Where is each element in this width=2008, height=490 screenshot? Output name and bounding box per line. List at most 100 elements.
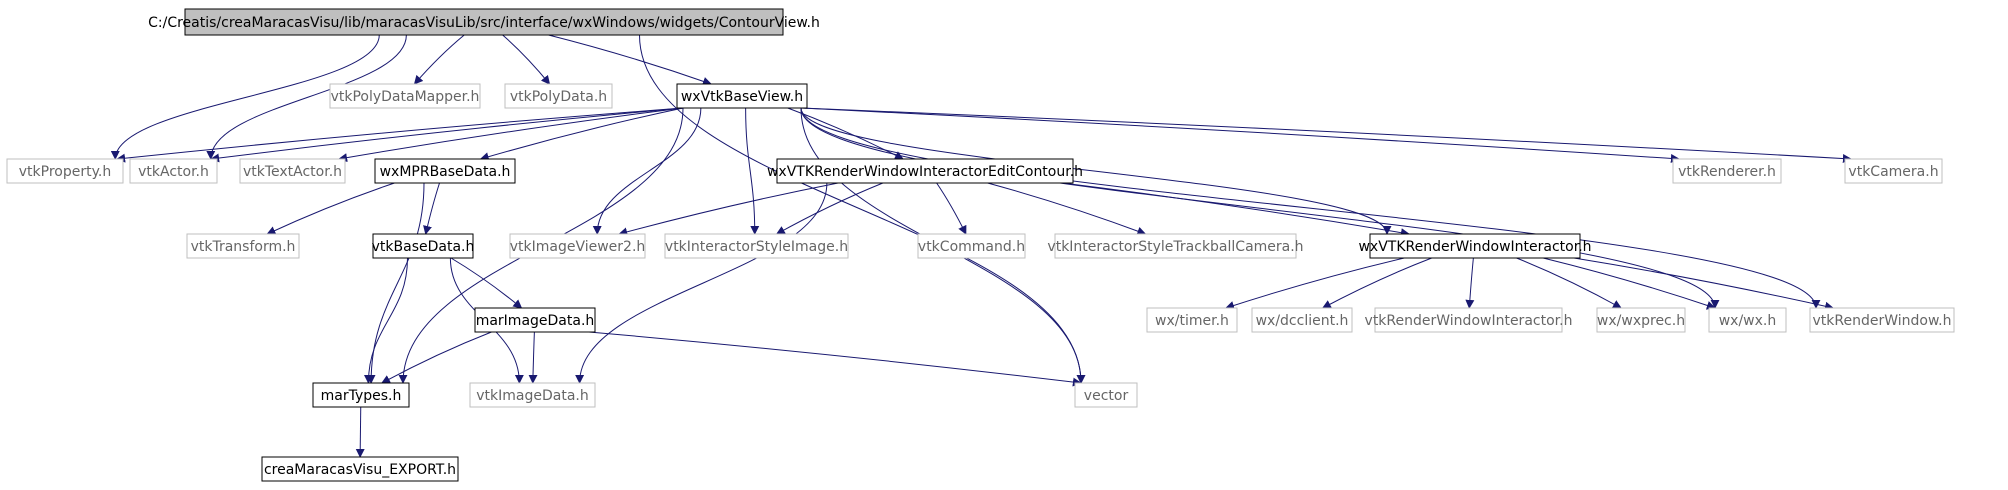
node-label: vtkCommand.h	[918, 239, 1025, 255]
node-box	[129, 158, 218, 184]
edge-wxvtkbaseview-to-vtkactor	[210, 107, 684, 163]
node-vtkpolydata[interactable]: vtkPolyData.h	[504, 83, 613, 109]
node-vtkimagedata[interactable]: vtkImageData.h	[469, 382, 596, 408]
node-wxvtkbaseview[interactable]: wxVtkBaseView.h	[676, 83, 808, 109]
node-box	[374, 158, 516, 184]
node-creaexport[interactable]: creaMaracasVisu_EXPORT.h	[261, 456, 459, 482]
edge-wxvtkrwiec-to-vtkcommand	[936, 182, 967, 235]
node-wxtimer[interactable]: wx/timer.h	[1146, 307, 1238, 333]
node-label: vtkRenderWindowInteractor.h	[1365, 313, 1573, 329]
node-box	[676, 83, 808, 109]
node-vtkpolydatamapper[interactable]: vtkPolyDataMapper.h	[329, 83, 481, 109]
node-box	[1074, 382, 1138, 408]
node-vtktextactor[interactable]: vtkTextActor.h	[239, 158, 346, 184]
edge-contourview-to-wxvtkbaseview	[548, 34, 712, 86]
edge-marimagedata-to-vector	[588, 331, 1082, 387]
node-label: vtkInteractorStyleTrackballCamera.h	[1047, 239, 1303, 255]
node-box	[1369, 233, 1581, 259]
node-marimagedata[interactable]: marImageData.h	[474, 307, 596, 333]
node-label: wxVTKRenderWindowInteractor.h	[1358, 239, 1591, 255]
node-box	[312, 382, 410, 408]
node-box	[469, 382, 596, 408]
node-box	[509, 233, 646, 259]
node-label: wxVTKRenderWindowInteractorEditContour.h	[767, 164, 1083, 180]
node-box	[1146, 307, 1238, 333]
node-box	[1672, 158, 1782, 184]
node-vtkrwi[interactable]: vtkRenderWindowInteractor.h	[1365, 307, 1573, 333]
node-martypes[interactable]: marTypes.h	[312, 382, 410, 408]
edge-vtkbasedata-to-martypes	[363, 257, 408, 384]
edge-wxmprbasedata-to-vtkbasedata	[423, 182, 440, 235]
node-vtkcommand[interactable]: vtkCommand.h	[917, 233, 1026, 259]
edge-wxvtkbaseview-to-wxmprbasedata	[479, 107, 684, 162]
node-vtkactor[interactable]: vtkActor.h	[129, 158, 218, 184]
node-box	[372, 233, 474, 259]
node-box	[1251, 307, 1353, 333]
node-label: wxMPRBaseData.h	[380, 164, 511, 180]
node-label: vtkRenderWindow.h	[1813, 313, 1952, 329]
edge-wxvtkrwiec-to-vtkistc	[987, 182, 1147, 236]
edge-wxvtkrwi-to-wxwxprec	[1516, 257, 1622, 309]
node-box	[1844, 158, 1943, 184]
edges-layer	[110, 34, 1852, 458]
node-wxwxprec[interactable]: wx/wxprec.h	[1596, 307, 1686, 333]
node-box	[1374, 307, 1563, 333]
node-label: vtkRenderer.h	[1678, 164, 1776, 180]
edge-wxvtkrwi-to-vtkrenderwindow	[1573, 257, 1835, 311]
node-label: vtkInteractorStyleImage.h	[665, 239, 848, 255]
node-wxdcclient[interactable]: wx/dcclient.h	[1251, 307, 1353, 333]
node-vtkimageviewer2[interactable]: vtkImageViewer2.h	[509, 233, 646, 259]
node-vtktransform[interactable]: vtkTransform.h	[186, 233, 300, 259]
nodes-layer: C:/Creatis/creaMaracasVisu/lib/maracasVi…	[6, 8, 1955, 482]
node-vtkbasedata[interactable]: vtkBaseData.h	[372, 233, 475, 259]
node-vtkistc[interactable]: vtkInteractorStyleTrackballCamera.h	[1047, 233, 1304, 259]
edge-wxvtkrwiec-to-vtkimageviewer2	[618, 182, 839, 237]
node-box	[1809, 307, 1955, 333]
node-label: creaMaracasVisu_EXPORT.h	[264, 462, 456, 478]
node-label: wx/dcclient.h	[1256, 313, 1349, 329]
node-vtkcamera[interactable]: vtkCamera.h	[1844, 158, 1943, 184]
edge-wxvtkbaseview-to-vtktextactor	[338, 107, 684, 163]
edge-wxvtkbaseview-to-vtkrenderwindow	[800, 107, 1821, 309]
edge-wxvtkbaseview-to-vtkinteractorstyleimage	[745, 107, 760, 235]
node-label: vtkImageViewer2.h	[510, 239, 646, 255]
node-vtkinteractorstyleimage[interactable]: vtkInteractorStyleImage.h	[664, 233, 849, 259]
node-label: wxVtkBaseView.h	[681, 89, 803, 105]
edge-wxvtkbaseview-to-vtkrenderer	[800, 107, 1680, 163]
node-box	[1708, 307, 1787, 333]
edge-wxvtkrwiec-to-vtkimagedata	[575, 182, 828, 384]
edge-wxvtkbaseview-to-vtkimageviewer2	[592, 107, 702, 235]
node-wxwx[interactable]: wx/wx.h	[1708, 307, 1787, 333]
node-box	[504, 83, 613, 109]
node-label: marTypes.h	[321, 388, 402, 404]
edge-wxvtkbaseview-to-vtkcamera	[800, 107, 1852, 164]
node-label: wx/wx.h	[1719, 313, 1777, 329]
node-box	[261, 456, 459, 482]
edge-wxvtkrwi-to-wxwx	[1543, 257, 1716, 310]
node-vtkrenderer[interactable]: vtkRenderer.h	[1672, 158, 1782, 184]
node-vtkrenderwindow[interactable]: vtkRenderWindow.h	[1809, 307, 1955, 333]
node-box	[184, 8, 784, 36]
node-box	[664, 233, 849, 259]
node-label: C:/Creatis/creaMaracasVisu/lib/maracasVi…	[148, 15, 820, 31]
node-vector[interactable]: vector	[1074, 382, 1138, 408]
node-box	[186, 233, 300, 259]
edge-wxvtkrwiec-to-wxvtkrwi	[1062, 182, 1410, 238]
node-box	[1054, 233, 1297, 259]
edge-martypes-to-creaexport	[355, 406, 365, 458]
edge-marimagedata-to-martypes	[381, 331, 492, 384]
node-wxvtkrwi[interactable]: wxVTKRenderWindowInteractor.h	[1358, 233, 1592, 259]
edge-contourview-to-vtkactor	[206, 34, 407, 160]
node-label: vtkTextActor.h	[243, 164, 342, 180]
node-wxmprbasedata[interactable]: wxMPRBaseData.h	[374, 158, 516, 184]
node-wxvtkrwiec[interactable]: wxVTKRenderWindowInteractorEditContour.h	[767, 158, 1083, 184]
edge-contourview-to-vtkproperty	[110, 34, 380, 160]
node-label: vtkProperty.h	[19, 164, 111, 180]
edge-contourview-to-vector	[639, 34, 1086, 384]
edge-wxvtkrwi-to-wxdcclient	[1321, 257, 1432, 309]
node-box	[1596, 307, 1686, 333]
node-contourview[interactable]: C:/Creatis/creaMaracasVisu/lib/maracasVi…	[148, 8, 820, 36]
edge-wxmprbasedata-to-martypes	[366, 182, 425, 384]
node-vtkproperty[interactable]: vtkProperty.h	[6, 158, 124, 184]
